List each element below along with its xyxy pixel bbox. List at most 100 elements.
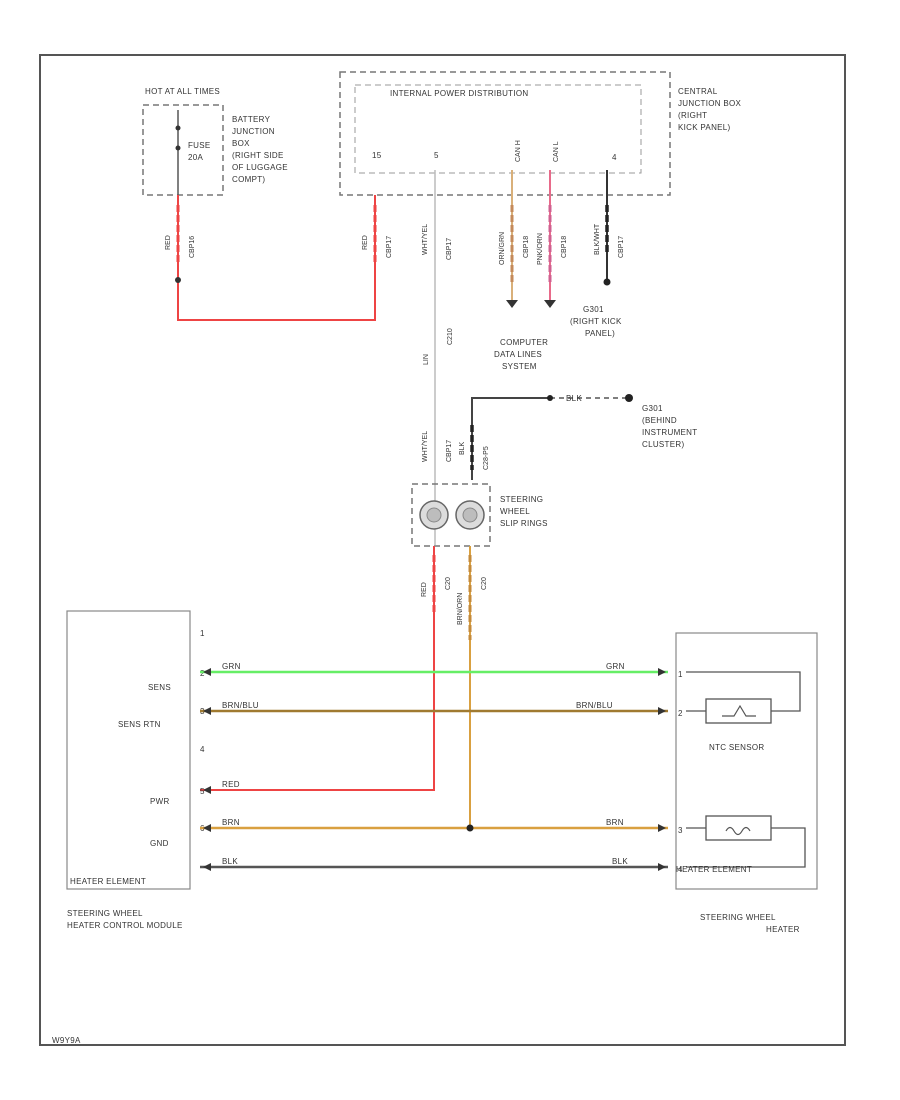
svg-text:(BEHIND: (BEHIND xyxy=(642,416,677,425)
central-junction-box xyxy=(339,71,671,196)
blk-splice xyxy=(547,395,553,401)
svg-text:G301: G301 xyxy=(583,305,604,314)
conn-label-lin-mid: CBP17 xyxy=(446,440,453,462)
fuse-label: FUSE 20A xyxy=(188,141,211,162)
svg-text:(RIGHT: (RIGHT xyxy=(678,111,707,120)
svg-text:STEERING: STEERING xyxy=(500,495,543,504)
svg-text:HEATER: HEATER xyxy=(766,925,800,934)
wire-label-sens-left: GRN xyxy=(222,662,241,671)
wire-label-rtn-right: BRN/BLU xyxy=(576,701,613,710)
fuse-node xyxy=(175,125,181,131)
slip-ring-1-core xyxy=(426,507,442,523)
svg-text:INSTRUMENT: INSTRUMENT xyxy=(642,428,697,437)
svg-text:WHEEL: WHEEL xyxy=(500,507,530,516)
wire-label-sens-right: GRN xyxy=(606,662,625,671)
heater-pin-3: 3 xyxy=(678,826,683,835)
module-pin-4: 4 xyxy=(200,745,205,754)
ground-behind-label: G301 (BEHIND INSTRUMENT CLUSTER) xyxy=(642,404,697,449)
conn-label-can-l: CBP18 xyxy=(561,236,568,258)
ntc-loop xyxy=(686,671,801,712)
module-pin-5: 5 xyxy=(200,787,205,796)
slip-rings-label: STEERING WHEEL SLIP RINGS xyxy=(500,495,548,528)
conn-label-blk: C28-P5 xyxy=(483,446,490,470)
battery-junction-box xyxy=(142,104,224,196)
blk-ground-wire xyxy=(471,397,550,480)
pwr-wire xyxy=(200,546,435,791)
svg-text:G301: G301 xyxy=(642,404,663,413)
svg-text:STEERING WHEEL: STEERING WHEEL xyxy=(67,909,143,918)
ipd-pin-can-l: CAN L xyxy=(553,141,560,162)
heater-element-label: HEATER ELEMENT xyxy=(676,865,752,874)
steering-wheel-heater xyxy=(675,632,818,890)
wire-label-can-l: PNK/ORN xyxy=(537,233,544,265)
module-heater-element: HEATER ELEMENT xyxy=(70,877,146,886)
ipd-box xyxy=(354,84,642,174)
svg-text:SLIP RINGS: SLIP RINGS xyxy=(500,519,548,528)
module-caption: STEERING WHEEL HEATER CONTROL MODULE xyxy=(67,909,183,930)
wire-label-battery: RED xyxy=(165,235,172,250)
svg-text:JUNCTION: JUNCTION xyxy=(232,127,275,136)
battery-splice xyxy=(175,277,181,283)
ipd-pin-can-h: CAN H xyxy=(515,140,522,162)
lin-label: LIN xyxy=(423,354,430,365)
battery-feed-wire xyxy=(177,195,376,321)
gnd-splice xyxy=(466,824,474,832)
conn-label-can-h: CBP18 xyxy=(523,236,530,258)
right-pin-arrows xyxy=(658,668,666,871)
module-label-sens-rtn: SENS RTN xyxy=(118,720,161,729)
svg-text:STEERING WHEEL: STEERING WHEEL xyxy=(700,913,776,922)
can-l-arrow xyxy=(544,300,556,308)
wire-label-ipd15: RED xyxy=(362,235,369,250)
hot-at-label: HOT AT ALL TIMES xyxy=(145,87,220,96)
heater-pin-1: 1 xyxy=(678,670,683,679)
wire-label-pwr-left: RED xyxy=(222,780,240,789)
conn-label-pwr-slip: C20 xyxy=(445,577,452,590)
svg-text:DATA LINES: DATA LINES xyxy=(494,350,542,359)
svg-text:(RIGHT KICK: (RIGHT KICK xyxy=(570,317,622,326)
wire-label-gnd-slip: BRN/ORN xyxy=(457,593,464,625)
wire-label-blk-right: BLK xyxy=(612,857,628,866)
footer-code: W9Y9A xyxy=(52,1036,81,1045)
ground-g301-kick xyxy=(603,278,611,286)
wire-label-rtn-left: BRN/BLU xyxy=(222,701,259,710)
conn-label-battery: CBP16 xyxy=(189,236,196,258)
fuse-node-2 xyxy=(175,145,181,151)
diagram-border xyxy=(39,54,846,1046)
ground-g301-cluster xyxy=(625,394,633,402)
module-label-sens: SENS xyxy=(148,683,171,692)
wire-label-can-h: ORN/GRN xyxy=(499,232,506,265)
heater-control-module xyxy=(66,610,191,890)
svg-text:KICK PANEL): KICK PANEL) xyxy=(678,123,731,132)
svg-text:HEATER CONTROL MODULE: HEATER CONTROL MODULE xyxy=(67,921,183,930)
svg-text:CLUSTER): CLUSTER) xyxy=(642,440,684,449)
blk-label: BLK xyxy=(566,394,582,403)
central-box-label: CENTRAL JUNCTION BOX (RIGHT KICK PANEL) xyxy=(678,87,741,132)
svg-text:BOX: BOX xyxy=(232,139,250,148)
ipd-title: INTERNAL POWER DISTRIBUTION xyxy=(390,89,528,98)
svg-text:FUSE: FUSE xyxy=(188,141,211,150)
wire-label-lin-mid: WHT/YEL xyxy=(422,431,429,462)
svg-text:(RIGHT SIDE: (RIGHT SIDE xyxy=(232,151,284,160)
svg-text:COMPT): COMPT) xyxy=(232,175,265,184)
wire-label-pwr-slip: RED xyxy=(421,582,428,597)
module-pin-2: 2 xyxy=(200,669,205,678)
module-label-gnd: GND xyxy=(150,839,169,848)
ipd-pin-4: 4 xyxy=(612,153,617,162)
svg-text:OF LUGGAGE: OF LUGGAGE xyxy=(232,163,288,172)
conn-label-ground: CBP17 xyxy=(618,236,625,258)
wire-label-lin-top: WHT/YEL xyxy=(422,224,429,255)
battery-box-label: BATTERY JUNCTION BOX (RIGHT SIDE OF LUGG… xyxy=(232,115,288,184)
svg-text:BATTERY: BATTERY xyxy=(232,115,271,124)
can-h-arrow xyxy=(506,300,518,308)
ntc-sensor-label: NTC SENSOR xyxy=(709,743,764,752)
computer-data-label: COMPUTER DATA LINES SYSTEM xyxy=(494,338,548,371)
heater-pin-4: 4 xyxy=(678,865,683,874)
module-pin-1: 1 xyxy=(200,629,205,638)
svg-text:CENTRAL: CENTRAL xyxy=(678,87,718,96)
svg-text:PANEL): PANEL) xyxy=(585,329,615,338)
left-pin-arrows xyxy=(203,668,211,871)
c210-label: C210 xyxy=(447,328,454,345)
svg-text:COMPUTER: COMPUTER xyxy=(500,338,548,347)
conn-label-gnd-slip: C20 xyxy=(481,577,488,590)
